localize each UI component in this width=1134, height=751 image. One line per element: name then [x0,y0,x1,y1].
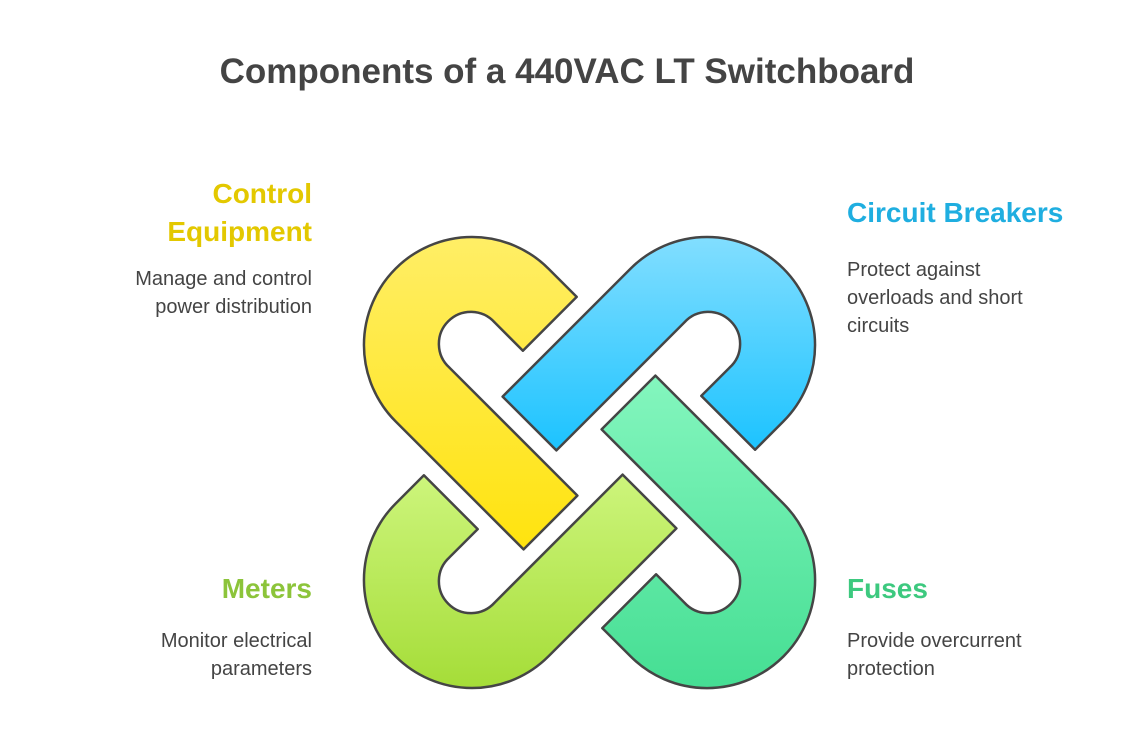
control-equipment-description: Manage and control power distribution [135,268,312,318]
diagram-title: Components of a 440VAC LT Switchboard [219,52,915,91]
knot-piece-meters [362,473,678,690]
component-meters: Meters Monitor electrical parameters [12,570,312,683]
knot-piece-circuit-breakers [501,235,817,452]
circuit-breakers-description: Protect against overloads and short circ… [847,259,1023,337]
component-circuit-breakers: Circuit Breakers Protect against overloa… [847,194,1134,340]
control-equipment-heading: Control Equipment [167,178,312,247]
meters-heading: Meters [221,573,312,604]
circuit-breakers-heading: Circuit Breakers [847,197,1064,228]
component-fuses: Fuses Provide overcurrent protection [847,570,1134,683]
fuses-heading: Fuses [847,573,928,604]
fuses-description: Provide overcurrent protection [847,630,1022,680]
knot-piece-control-equipment [362,235,579,551]
meters-description: Monitor electrical parameters [160,630,312,680]
component-control-equipment: Control Equipment Manage and control pow… [12,175,312,321]
knot-piece-fuses [600,374,817,690]
